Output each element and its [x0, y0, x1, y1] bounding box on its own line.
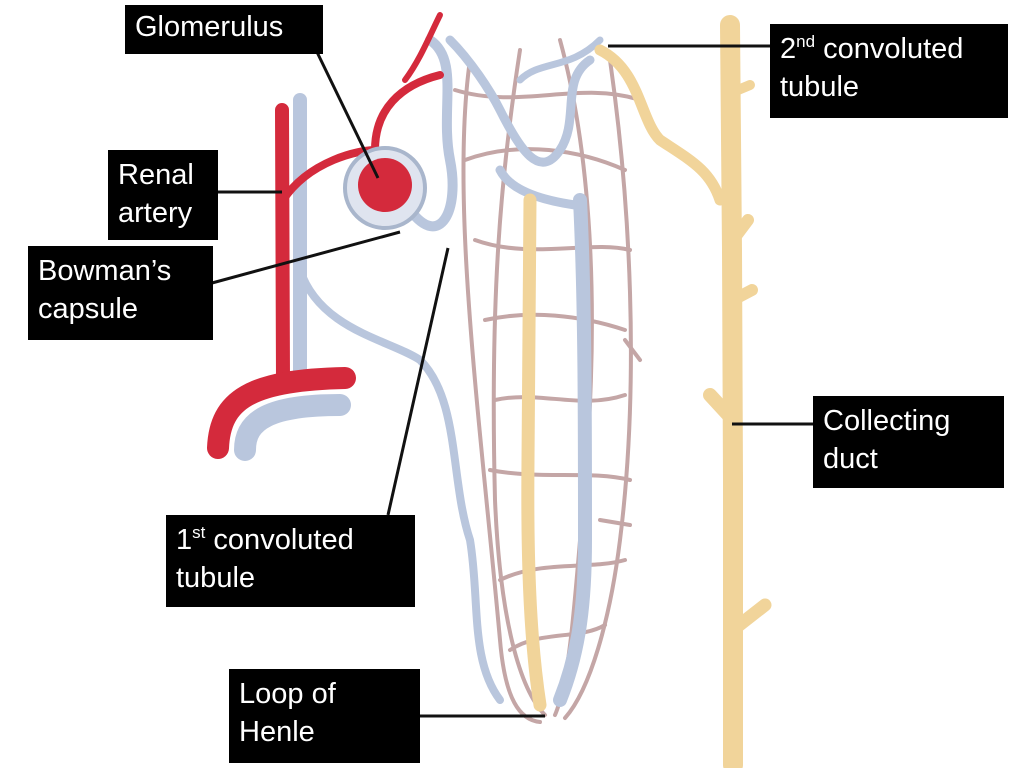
leader-lines	[211, 44, 813, 718]
label-second-convoluted-tubule: 2nd convoluted tubule	[770, 24, 1008, 118]
venous-vessels	[234, 35, 604, 707]
label-bowmans-capsule-line2: capsule	[38, 293, 138, 325]
label-collecting-duct-line2: duct	[823, 443, 878, 475]
label-first-convoluted-tubule-superscript: st	[192, 523, 206, 542]
label-loop-of-henle: Loop of Henle	[229, 669, 420, 763]
label-loop-of-henle-line1: Loop of	[239, 678, 336, 710]
label-first-convoluted-tubule-text: convoluted	[205, 524, 354, 556]
peritubular-capillaries	[453, 38, 642, 724]
label-bowmans-capsule: Bowman’s capsule	[28, 246, 213, 340]
tubules-and-collecting-duct	[521, 15, 772, 768]
label-renal-artery-line2: artery	[118, 197, 193, 229]
label-first-convoluted-tubule-number: 1	[176, 524, 193, 556]
label-loop-of-henle-line2: Henle	[239, 716, 315, 748]
label-second-convoluted-tubule-line2: tubule	[780, 71, 860, 103]
label-first-convoluted-tubule-line2: tubule	[176, 562, 256, 594]
label-collecting-duct: Collecting duct	[813, 396, 1004, 488]
label-second-convoluted-tubule-text: convoluted	[815, 33, 964, 65]
label-second-convoluted-tubule-number: 2	[780, 33, 797, 65]
label-collecting-duct-line1: Collecting	[823, 405, 951, 437]
label-renal-artery-line1: Renal	[118, 159, 194, 191]
label-second-convoluted-tubule-superscript: nd	[796, 32, 816, 51]
label-first-convoluted-tubule: 1st convoluted tubule	[166, 515, 415, 607]
label-renal-artery: Renal artery	[108, 150, 218, 240]
label-glomerulus-text: Glomerulus	[135, 11, 284, 43]
label-glomerulus: Glomerulus	[125, 5, 323, 54]
label-bowmans-capsule-line1: Bowman’s	[38, 255, 172, 287]
glomerulus-shape	[358, 158, 412, 212]
